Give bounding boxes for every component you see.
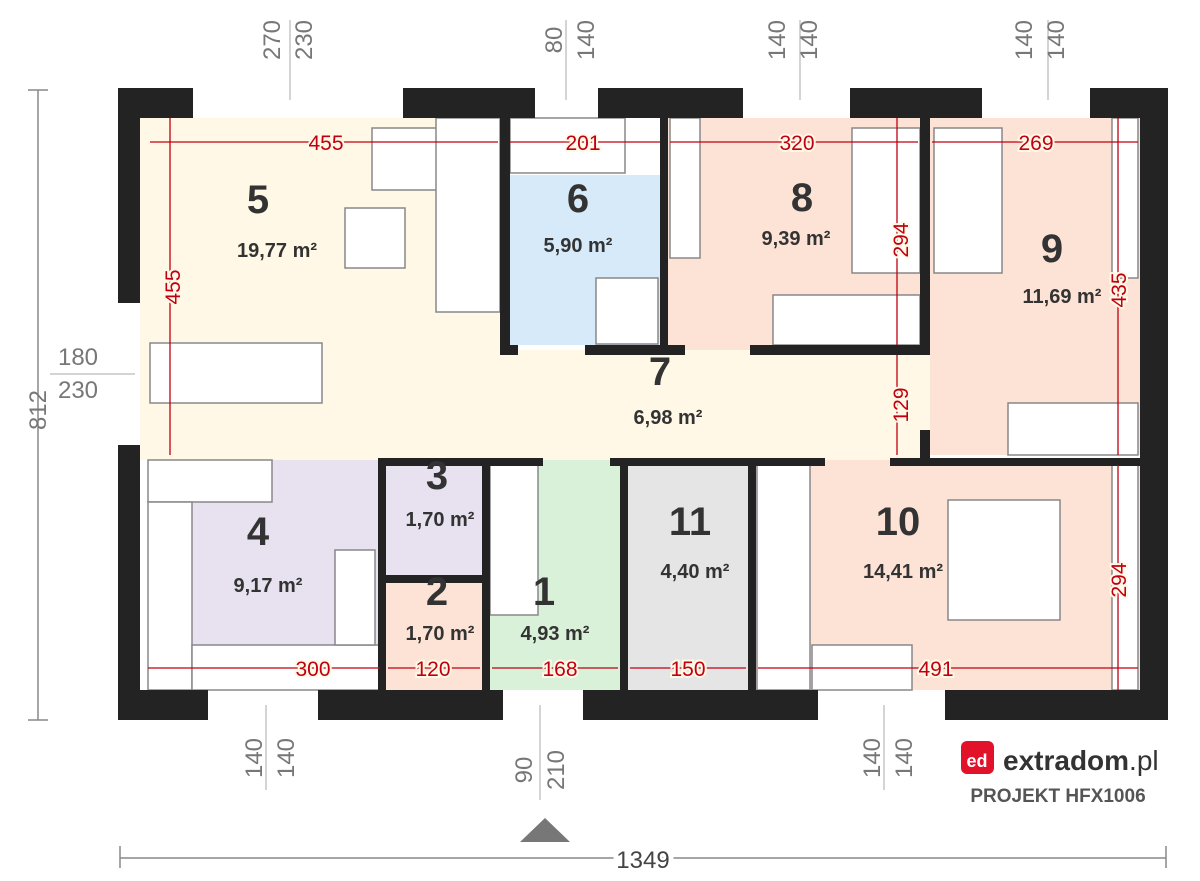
inner-dimension: 150 bbox=[670, 658, 705, 681]
overall-dimension-lines bbox=[28, 89, 1167, 868]
entrance-arrow-icon bbox=[520, 818, 570, 842]
room-number: 4 bbox=[247, 510, 270, 554]
brand-name: extradom bbox=[1003, 745, 1129, 776]
outer-dimension: 140 bbox=[1043, 20, 1070, 60]
logo-text: ed bbox=[966, 751, 987, 771]
inner-dimension: 269 bbox=[1018, 132, 1053, 155]
room-number: 10 bbox=[876, 500, 921, 544]
room-area: 11,69 m² bbox=[1023, 286, 1102, 308]
room-labels: 5 19,77 m² 6 5,90 m² 8 9,39 m² 9 11,69 m² 7 6,98 … bbox=[234, 176, 1102, 645]
outer-dimension: 230 bbox=[291, 20, 318, 60]
outer-dimension: 140 bbox=[764, 20, 791, 60]
room-number: 6 bbox=[567, 177, 589, 221]
project-label: PROJEKT HFX1006 bbox=[970, 786, 1145, 807]
outer-dimension: 140 bbox=[796, 20, 823, 60]
inner-dimension: 455 bbox=[308, 132, 343, 155]
room-area: 4,40 m² bbox=[661, 561, 730, 583]
total-width: 1349 bbox=[616, 847, 669, 874]
inner-dimension: 294 bbox=[890, 222, 913, 257]
room-area: 5,90 m² bbox=[544, 235, 613, 257]
inner-dimension: 168 bbox=[542, 658, 577, 681]
outer-dimension: 180 bbox=[58, 344, 98, 371]
outer-dimension: 140 bbox=[573, 20, 600, 60]
walls bbox=[118, 88, 1168, 720]
room-number: 5 bbox=[247, 178, 269, 222]
room-number: 11 bbox=[669, 500, 711, 544]
inner-dimension: 120 bbox=[415, 658, 450, 681]
brand-tld: .pl bbox=[1129, 745, 1159, 776]
room-area: 1,70 m² bbox=[406, 509, 475, 531]
room-area: 19,77 m² bbox=[237, 240, 317, 262]
room-3-fill bbox=[386, 465, 482, 575]
inner-dimension: 491 bbox=[918, 658, 953, 681]
outer-dimension: 140 bbox=[859, 738, 886, 778]
room-area: 14,41 m² bbox=[863, 561, 943, 583]
outer-dimension: 140 bbox=[241, 738, 268, 778]
logo-badge bbox=[961, 741, 994, 774]
inner-dimension: 435 bbox=[1108, 272, 1131, 307]
room-number: 9 bbox=[1041, 227, 1063, 271]
room-area: 4,93 m² bbox=[521, 623, 590, 645]
outer-dimension: 80 bbox=[541, 27, 568, 54]
room-number: 3 bbox=[426, 454, 448, 498]
furniture bbox=[147, 117, 1139, 691]
room-number: 2 bbox=[426, 570, 448, 614]
inner-dimension: 320 bbox=[779, 132, 814, 155]
outer-dimension: 140 bbox=[891, 738, 918, 778]
outer-dimension: 140 bbox=[273, 738, 300, 778]
room-area: 9,39 m² bbox=[762, 228, 831, 250]
room-fills bbox=[140, 118, 1140, 690]
room-area: 1,70 m² bbox=[406, 623, 475, 645]
room-number: 7 bbox=[649, 350, 671, 394]
inner-dimension: 129 bbox=[890, 387, 913, 422]
inner-dimension: 300 bbox=[295, 658, 330, 681]
inner-dimension: 455 bbox=[162, 269, 185, 304]
room-area: 6,98 m² bbox=[634, 407, 703, 429]
brand-logo: ed extradom.pl PROJEKT HFX1006 bbox=[961, 741, 1159, 807]
inner-dimension: 201 bbox=[565, 132, 600, 155]
room-area: 9,17 m² bbox=[234, 575, 303, 597]
total-height: 812 bbox=[25, 390, 52, 430]
svg-text:extradom.pl: extradom.pl bbox=[1003, 745, 1159, 776]
room-11-fill bbox=[628, 465, 748, 690]
outer-dimension: 140 bbox=[1011, 20, 1038, 60]
outer-dimension: 90 bbox=[511, 757, 538, 784]
outer-dimension: 210 bbox=[543, 750, 570, 790]
outer-dimension: 270 bbox=[259, 20, 286, 60]
room-number: 8 bbox=[791, 176, 813, 220]
room-2-fill bbox=[386, 583, 482, 690]
inner-dimension: 294 bbox=[1108, 562, 1131, 597]
room-number: 1 bbox=[533, 570, 555, 614]
outer-dimension: 230 bbox=[58, 377, 98, 404]
